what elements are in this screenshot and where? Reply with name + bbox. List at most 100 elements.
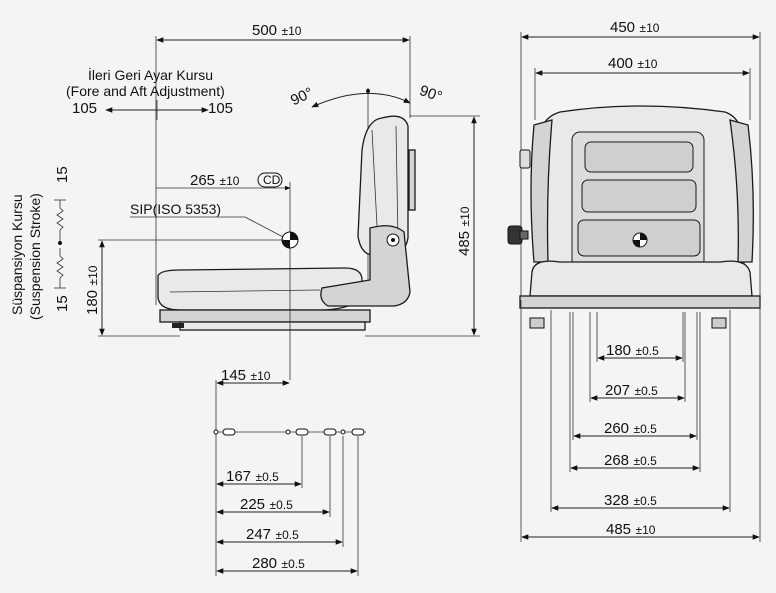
sip-distance-tol: ±10 [219,174,239,188]
fore-aft-title-en: (Fore and Aft Adjustment) [66,83,225,99]
suspension-base [159,309,371,323]
seat-rail [179,321,366,331]
svg-text:450 ±10: 450 ±10 [610,19,660,36]
svg-text:268 ±0.5: 268 ±0.5 [604,452,657,469]
suspension-spring-icon-bottom [56,248,64,288]
seat-cushion-seam [169,289,321,293]
svg-text:280 ±0.5: 280 ±0.5 [252,555,305,572]
rail-slot-1 [222,428,236,436]
rail-dim-4-tol: ±0.5 [281,557,305,571]
backrest-edge [395,125,399,241]
front-dim-268-value: 268 [604,452,629,469]
angle-right-value: 90° [417,82,444,106]
front-dim-328-tol: ±0.5 [633,494,657,508]
front-dim-485-value: 485 [606,521,631,538]
svg-text:247 ±0.5: 247 ±0.5 [246,526,299,543]
front-dim-485-tol: ±10 [635,523,655,537]
sip-target-icon [281,231,299,249]
svg-text:485 ±10: 485 ±10 [606,521,656,538]
front-dim-180-value: 180 [606,342,631,359]
sip-leader-line [244,216,286,239]
rail-dim-4-value: 280 [252,555,277,572]
rail-hole-1 [213,429,219,435]
side-latch[interactable] [519,149,531,169]
rail-offset-tol: ±10 [250,369,270,383]
top-width-value: 450 [610,19,635,36]
rail-slot-4 [351,428,365,436]
suspension-center-point [58,241,62,245]
overall-height-tol: ±10 [458,206,472,226]
rail-dim-2-tol: ±0.5 [269,498,293,512]
svg-text:180 ±10: 180 ±10 [84,265,101,315]
svg-text:167 ±0.5: 167 ±0.5 [226,468,279,485]
top-width-tol: ±10 [639,21,659,35]
rail-dim-2-value: 225 [240,496,265,513]
overall-length-tol: ±10 [281,24,301,38]
front-mount-left [529,317,545,329]
svg-text:485 ±10: 485 ±10 [456,206,473,256]
rail-hole-3 [340,429,346,435]
rail-offset-value: 145 [221,367,246,384]
front-dim-207-tol: ±0.5 [634,384,658,398]
sip-badge-text: CD [263,173,281,187]
angle-left-value: 90° [288,84,316,109]
front-mount-right [711,317,727,329]
hinge-knob-center [391,238,395,242]
svg-text:260 ±0.5: 260 ±0.5 [604,420,657,437]
back-pad-1 [584,141,694,173]
front-seat-cushion [529,260,753,297]
backrest-knob-icon[interactable] [507,225,529,245]
svg-text:328 ±0.5: 328 ±0.5 [604,492,657,509]
front-dim-180-tol: ±0.5 [635,344,659,358]
front-dim-260-tol: ±0.5 [633,422,657,436]
rail-slot-3 [323,428,337,436]
rail-dim-1-tol: ±0.5 [255,470,279,484]
back-pad-2 [581,179,697,213]
suspension-spring-icon-top [56,200,64,242]
rail-dim-1-value: 167 [226,468,251,485]
fore-aft-right-value: 105 [208,100,233,117]
sip-height-value: 180 [84,290,101,315]
svg-text:400 ±10: 400 ±10 [608,55,658,72]
sip-height-tol: ±10 [86,265,100,285]
pivot-point [366,89,370,93]
front-dim-260-value: 260 [604,420,629,437]
hinge-bracket [320,225,411,307]
suspension-title-tr: Süspansiyon Kursu [9,194,25,315]
suspension-title-en: (Suspension Stroke) [27,193,43,320]
sip-distance-value: 265 [190,172,215,189]
front-view: 450 ±10 400 ±10 [507,19,761,542]
front-sip-target-icon [632,232,648,248]
backrest-angle-arc [311,92,411,108]
front-dim-328-value: 328 [604,492,629,509]
svg-text:180 ±0.5: 180 ±0.5 [606,342,659,359]
side-view: 500 ±10 İleri Geri Ayar Kursu (Fore and … [9,22,480,380]
svg-text:500 ±10: 500 ±10 [252,22,302,39]
sip-label: SIP(ISO 5353) [130,201,221,217]
fore-aft-title-tr: İleri Geri Ayar Kursu [88,66,213,83]
back-width-value: 400 [608,55,633,72]
sip-badge-outline [257,172,283,188]
fore-aft-left-value: 105 [72,100,97,117]
front-base-plate [519,295,761,309]
svg-text:145 ±10: 145 ±10 [221,367,271,384]
svg-text:207 ±0.5: 207 ±0.5 [605,382,658,399]
suspension-up-value: 15 [54,166,71,183]
overall-length-value: 500 [252,22,277,39]
rail-dim-3-value: 247 [246,526,271,543]
rail-dim-3-tol: ±0.5 [275,528,299,542]
rail-slot-2 [295,428,309,436]
front-side-bolster-right [729,119,754,263]
rail-hole-2 [285,429,291,435]
back-width-tol: ±10 [637,57,657,71]
rail-lever[interactable] [172,323,184,328]
overall-height-value: 485 [456,231,473,256]
front-dim-207-value: 207 [605,382,630,399]
suspension-down-value: 15 [54,295,71,312]
rail-view: 145 ±10 167 ±0.5 225 ±0.5 247 ±0.5 280 ±… [213,367,366,576]
svg-text:265 ±10: 265 ±10 [190,172,240,189]
backrest-adjuster [408,149,416,211]
front-side-bolster-left [530,119,553,263]
front-dim-268-tol: ±0.5 [633,454,657,468]
